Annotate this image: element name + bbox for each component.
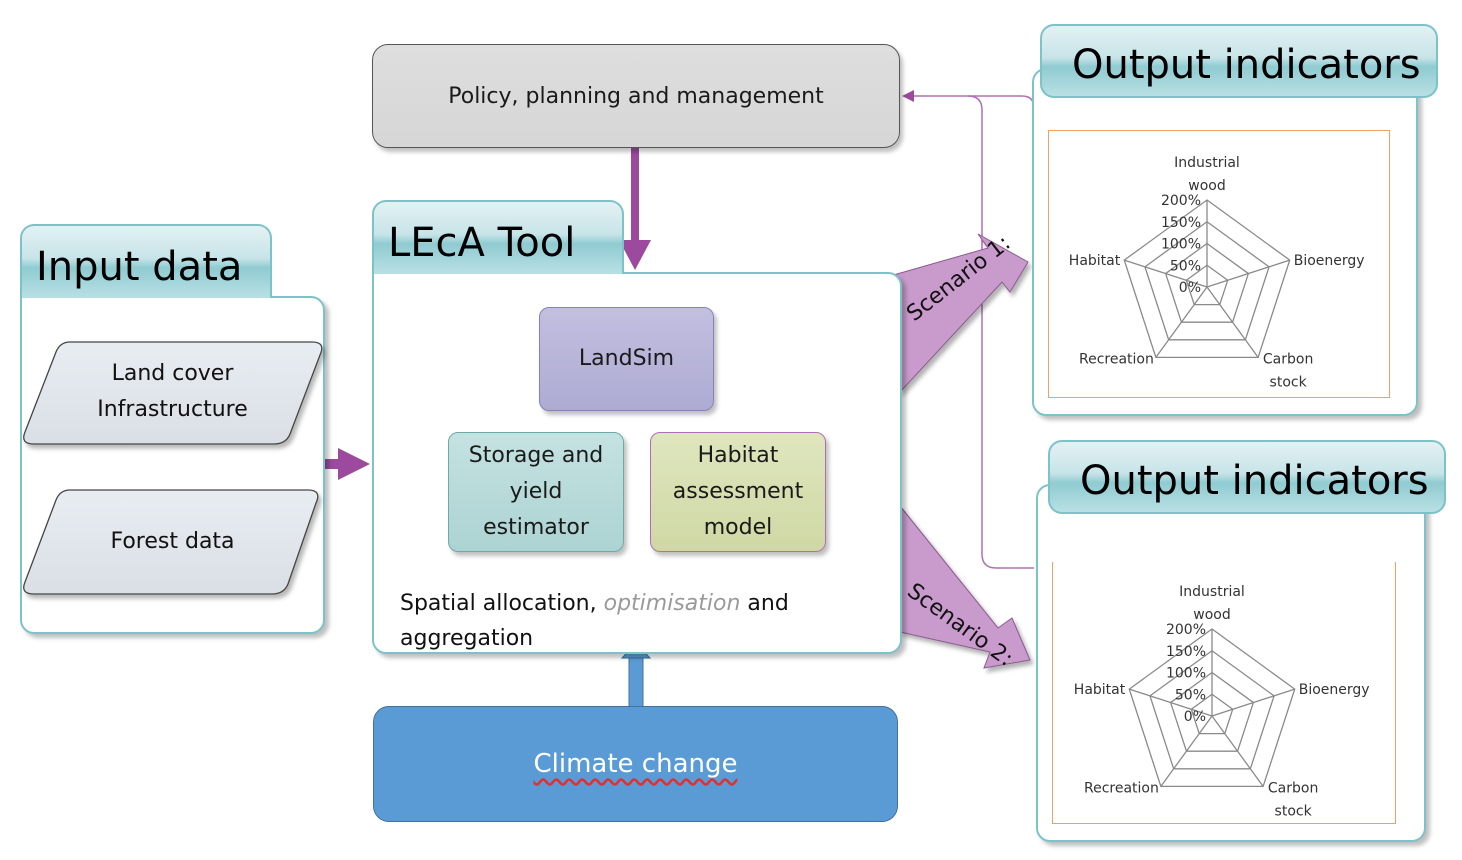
climate-arrow-shaft <box>628 655 644 709</box>
input-to-tool-arrowhead <box>338 448 370 480</box>
policy-label: Policy, planning and management <box>448 83 824 109</box>
leca-tool-title: LEcA Tool <box>388 220 576 266</box>
habitat-line-2: assessment <box>672 479 804 504</box>
spatial-part-3: and <box>740 591 789 616</box>
forest-data-parallelogram[interactable] <box>23 489 319 595</box>
radar-frame-2 <box>1052 562 1396 824</box>
feedback-line-2 <box>967 95 1034 569</box>
radar-frame-1 <box>1048 130 1390 398</box>
input-shapes <box>23 341 323 595</box>
climate-change-label: Climate change <box>533 749 738 779</box>
land-cover-line-1: Land cover <box>111 361 234 386</box>
policy-planning-box[interactable]: Policy, planning and management <box>372 44 900 148</box>
scenario-2-arrow <box>899 504 1031 669</box>
forest-data-text: Forest data <box>40 524 305 560</box>
input-data-title: Input data <box>36 244 243 290</box>
spatial-part-2: optimisation <box>603 591 741 616</box>
output-title-1: Output indicators <box>1072 42 1421 88</box>
input-data-tab: Input data <box>20 224 272 298</box>
feedback-arrowhead <box>902 90 914 102</box>
input-to-tool-arrow-shaft <box>325 459 345 469</box>
output-indicators-tab-2: Output indicators <box>1048 440 1446 514</box>
scenario-1-arrow <box>889 233 1029 394</box>
land-cover-line-2: Infrastructure <box>97 397 248 422</box>
output-title-2: Output indicators <box>1080 458 1429 504</box>
habitat-assessment-module[interactable]: Habitat assessment model <box>650 432 826 552</box>
land-cover-parallelogram[interactable] <box>23 341 323 445</box>
land-cover-text: Land cover Infrastructure <box>40 356 305 428</box>
climate-change-box[interactable]: Climate change <box>373 706 898 822</box>
habitat-line-1: Habitat <box>697 443 779 468</box>
output-indicators-tab-1: Output indicators <box>1040 24 1438 98</box>
policy-to-tool-arrowhead <box>619 240 651 270</box>
spatial-line-2: aggregation <box>400 626 534 651</box>
landsim-label: LandSim <box>578 346 675 371</box>
storage-line-1: Storage and <box>468 443 604 468</box>
leca-tool-tab: LEcA Tool <box>372 200 624 274</box>
habitat-line-3: model <box>703 515 773 540</box>
policy-to-tool-arrow-shaft <box>631 148 639 242</box>
spatial-part-1: Spatial allocation, <box>400 591 604 616</box>
feedback-line <box>912 95 1035 180</box>
storage-line-3: estimator <box>483 515 589 540</box>
storage-line-2: yield <box>509 479 563 504</box>
spatial-allocation-text: Spatial allocation, optimisation and agg… <box>400 586 880 656</box>
landsim-module[interactable]: LandSim <box>539 307 714 411</box>
storage-yield-module[interactable]: Storage and yield estimator <box>448 432 624 552</box>
forest-data-label: Forest data <box>110 529 235 554</box>
